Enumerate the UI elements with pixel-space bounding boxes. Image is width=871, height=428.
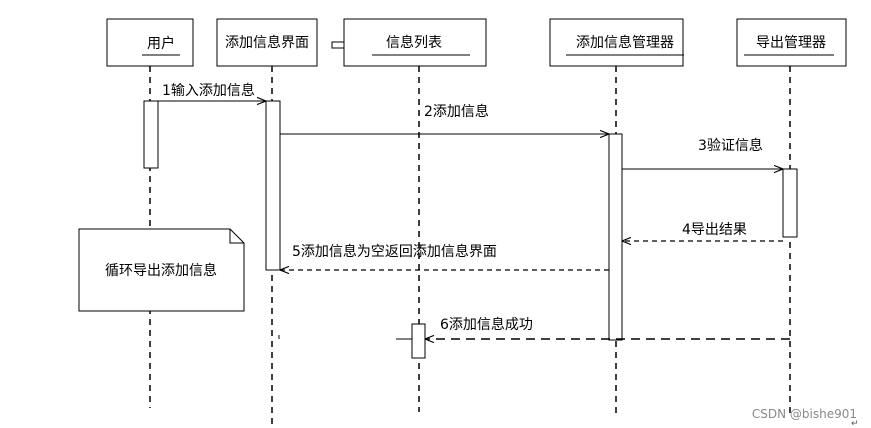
lifeline-export-manager-label: 导出管理器: [756, 35, 826, 51]
message-1-label: 1输入添加信息: [162, 82, 255, 99]
watermark: CSDN @bishe901: [752, 407, 857, 421]
message-3: 3验证信息: [622, 137, 783, 169]
message-4-label: 4导出结果: [682, 222, 747, 238]
activation-export-manager: [782, 168, 798, 238]
message-6: 6添加信息成功: [396, 316, 790, 339]
message-2-label: 2添加信息: [424, 103, 489, 120]
message-6-label: 6添加信息成功: [440, 316, 533, 333]
message-5: 5添加信息为空返回添加信息界面: [280, 243, 609, 270]
lifeline-user: 用户: [106, 18, 194, 408]
message-1: 1输入添加信息: [158, 82, 266, 101]
note-loop-export: 循环导出添加信息: [78, 228, 245, 312]
message-2: 2添加信息: [280, 103, 609, 134]
lifeline-add-manager: 添加信息管理器: [549, 18, 684, 414]
activation-info-list: [411, 323, 426, 359]
lifeline-add-manager-label: 添加信息管理器: [576, 34, 674, 51]
activation-add-ui: [265, 100, 281, 271]
message-5-label: 5添加信息为空返回添加信息界面: [292, 243, 497, 260]
activation-add-manager: [608, 133, 623, 341]
activation-user: [143, 100, 159, 169]
return-mark-icon: ↵: [851, 419, 859, 428]
lifeline-info-list-label: 信息列表: [386, 34, 442, 51]
message-4: 4导出结果: [622, 222, 783, 241]
lifeline-export-manager: 导出管理器: [736, 18, 847, 414]
message-3-label: 3验证信息: [698, 137, 763, 154]
note-label: 循环导出添加信息: [105, 262, 217, 279]
lifeline-user-label: 用户: [147, 35, 175, 52]
lifeline-info-list: 信息列表: [331, 18, 487, 412]
lifeline-add-ui-label: 添加信息界面: [225, 34, 309, 51]
